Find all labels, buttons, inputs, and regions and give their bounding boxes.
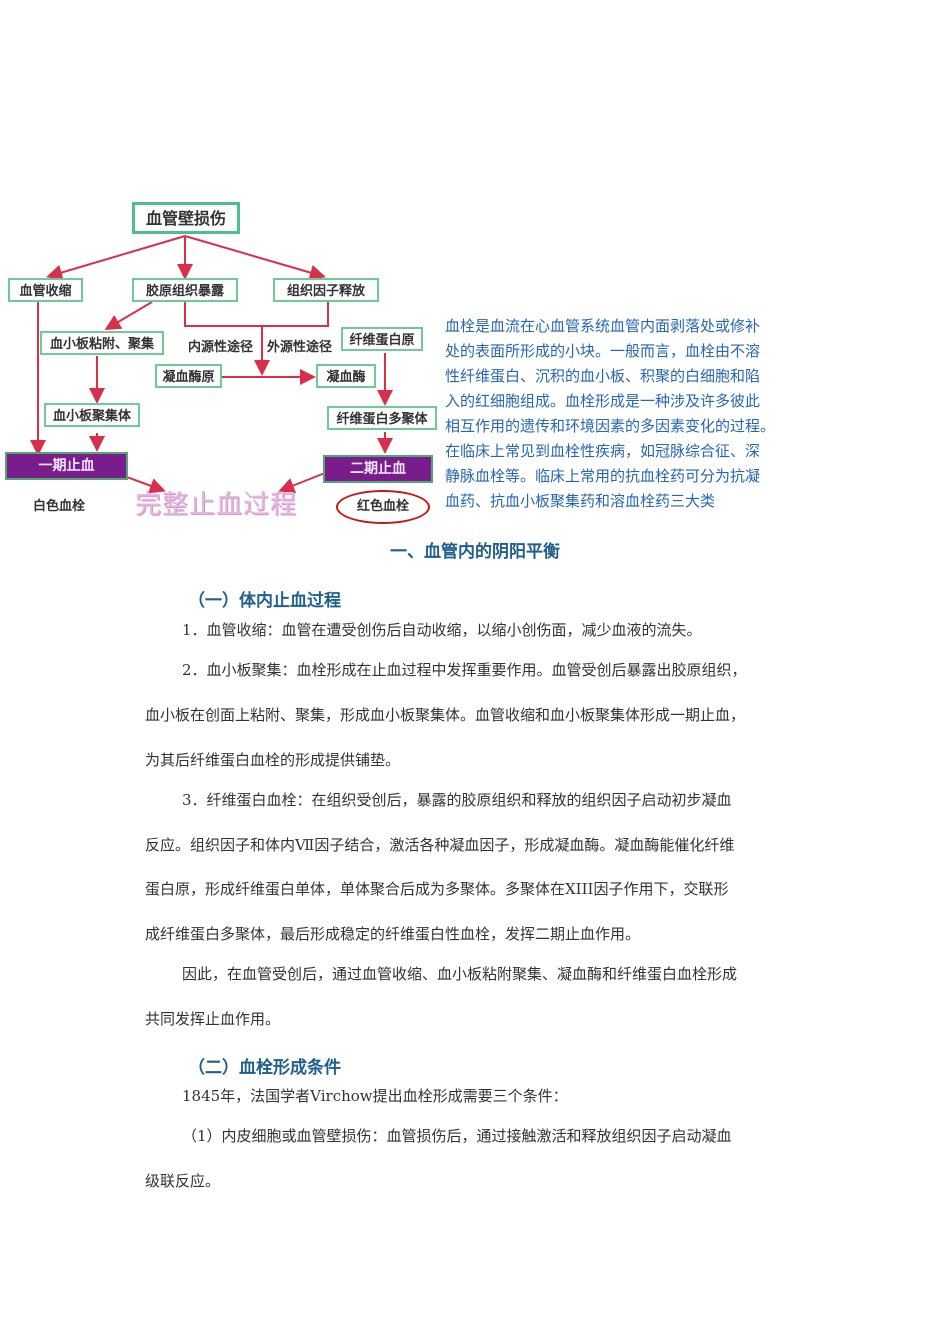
paragraph-line: 成纤维蛋白多聚体，最后形成稳定的纤维蛋白性血栓，发挥二期止血作用。 bbox=[145, 925, 641, 943]
paragraph-line: 蛋白原，形成纤维蛋白单体，单体聚合后成为多聚体。多聚体在XIII因子作用下，交联… bbox=[145, 880, 729, 898]
subsection-heading-1: （一）体内止血过程 bbox=[188, 591, 341, 611]
intro-line: 性纤维蛋白、沉积的血小板、积聚的白细胞和陷 bbox=[445, 367, 761, 385]
box-vasoconstriction: 血管收缩 bbox=[8, 278, 83, 302]
paragraph-line: 因此，在血管受创后，通过血管收缩、血小板粘附聚集、凝血酶和纤维蛋白血栓形成 bbox=[182, 965, 738, 983]
label-red-thrombus: 红色血栓 bbox=[336, 490, 430, 524]
paragraph-line: 1845年，法国学者Virchow提出血栓形成需要三个条件： bbox=[182, 1087, 568, 1105]
box-thrombin: 凝血酶 bbox=[316, 364, 376, 388]
paragraph-line: 反应。组织因子和体内Ⅶ因子结合，激活各种凝血因子，形成凝血酶。凝血酶能催化纤维 bbox=[145, 836, 735, 854]
paragraph-line: （1）内皮细胞或血管壁损伤：血管损伤后，通过接触激活和释放组织因子启动凝血 bbox=[182, 1127, 732, 1145]
box-platelet-aggregate: 血小板聚集体 bbox=[44, 403, 140, 427]
intro-line: 血药、抗血小板聚集药和溶血栓药三大类 bbox=[445, 492, 716, 510]
intro-line: 在临床上常见到血栓性疾病，如冠脉综合征、深 bbox=[445, 442, 761, 460]
intro-line: 静脉血栓等。临床上常用的抗血栓药可分为抗凝 bbox=[445, 467, 761, 485]
paragraph-line: 3．纤维蛋白血栓：在组织受创后，暴露的胶原组织和释放的组织因子启动初步凝血 bbox=[182, 791, 732, 809]
intro-line: 处的表面所形成的小块。一般而言，血栓由不溶 bbox=[445, 342, 761, 360]
box-platelet-adhesion: 血小板粘附、聚集 bbox=[40, 331, 164, 355]
box-secondary-hemostasis: 二期止血 bbox=[323, 455, 433, 483]
box-vessel-wall-injury: 血管壁损伤 bbox=[132, 202, 240, 234]
section-heading: 一、血管内的阴阳平衡 bbox=[390, 542, 560, 562]
label-intrinsic-pathway: 内源性途径 bbox=[188, 340, 254, 355]
box-tissue-factor-release: 组织因子释放 bbox=[273, 278, 379, 302]
paragraph-line: 共同发挥止血作用。 bbox=[145, 1010, 281, 1028]
intro-paragraph: 血栓是血流在心血管系统血管内面剥落处或修补 处的表面所形成的小块。一般而言，血栓… bbox=[445, 314, 825, 514]
paragraph-line: 血小板在创面上粘附、聚集，形成血小板聚集体。血管收缩和血小板聚集体形成一期止血， bbox=[145, 706, 746, 724]
intro-line: 入的红细胞组成。血栓形成是一种涉及许多彼此 bbox=[445, 392, 761, 410]
box-prothrombin: 凝血酶原 bbox=[155, 364, 222, 388]
paragraph-line: 为其后纤维蛋白血栓的形成提供铺垫。 bbox=[145, 751, 401, 769]
paragraph-line: 2．血小板聚集：血栓形成在止血过程中发挥重要作用。血管受创后暴露出胶原组织， bbox=[182, 661, 747, 679]
label-extrinsic-pathway: 外源性途径 bbox=[267, 340, 333, 355]
label-white-thrombus: 白色血栓 bbox=[33, 499, 86, 514]
diagram-connectors bbox=[30, 235, 393, 494]
intro-line: 相互作用的遗传和环境因素的多因素变化的过程。 bbox=[445, 417, 776, 435]
box-collagen-exposure: 胶原组织暴露 bbox=[132, 278, 238, 302]
box-primary-hemostasis: 一期止血 bbox=[5, 452, 128, 480]
paragraph-line: 级联反应。 bbox=[145, 1172, 221, 1190]
paragraph-line: 1．血管收缩：血管在遭受创伤后自动收缩，以缩小创伤面，减少血液的流失。 bbox=[182, 621, 702, 639]
hemostasis-flow-diagram: 血管壁损伤 血管收缩 胶原组织暴露 组织因子释放 血小板粘附、聚集 内源性途径 … bbox=[0, 190, 442, 530]
intro-line: 血栓是血流在心血管系统血管内面剥落处或修补 bbox=[445, 317, 761, 335]
box-fibrin-polymer: 纤维蛋白多聚体 bbox=[327, 406, 437, 430]
subsection-heading-2: （二）血栓形成条件 bbox=[188, 1058, 341, 1078]
box-fibrinogen: 纤维蛋白原 bbox=[341, 327, 423, 351]
label-complete-hemostasis: 完整止血过程 bbox=[135, 490, 298, 520]
